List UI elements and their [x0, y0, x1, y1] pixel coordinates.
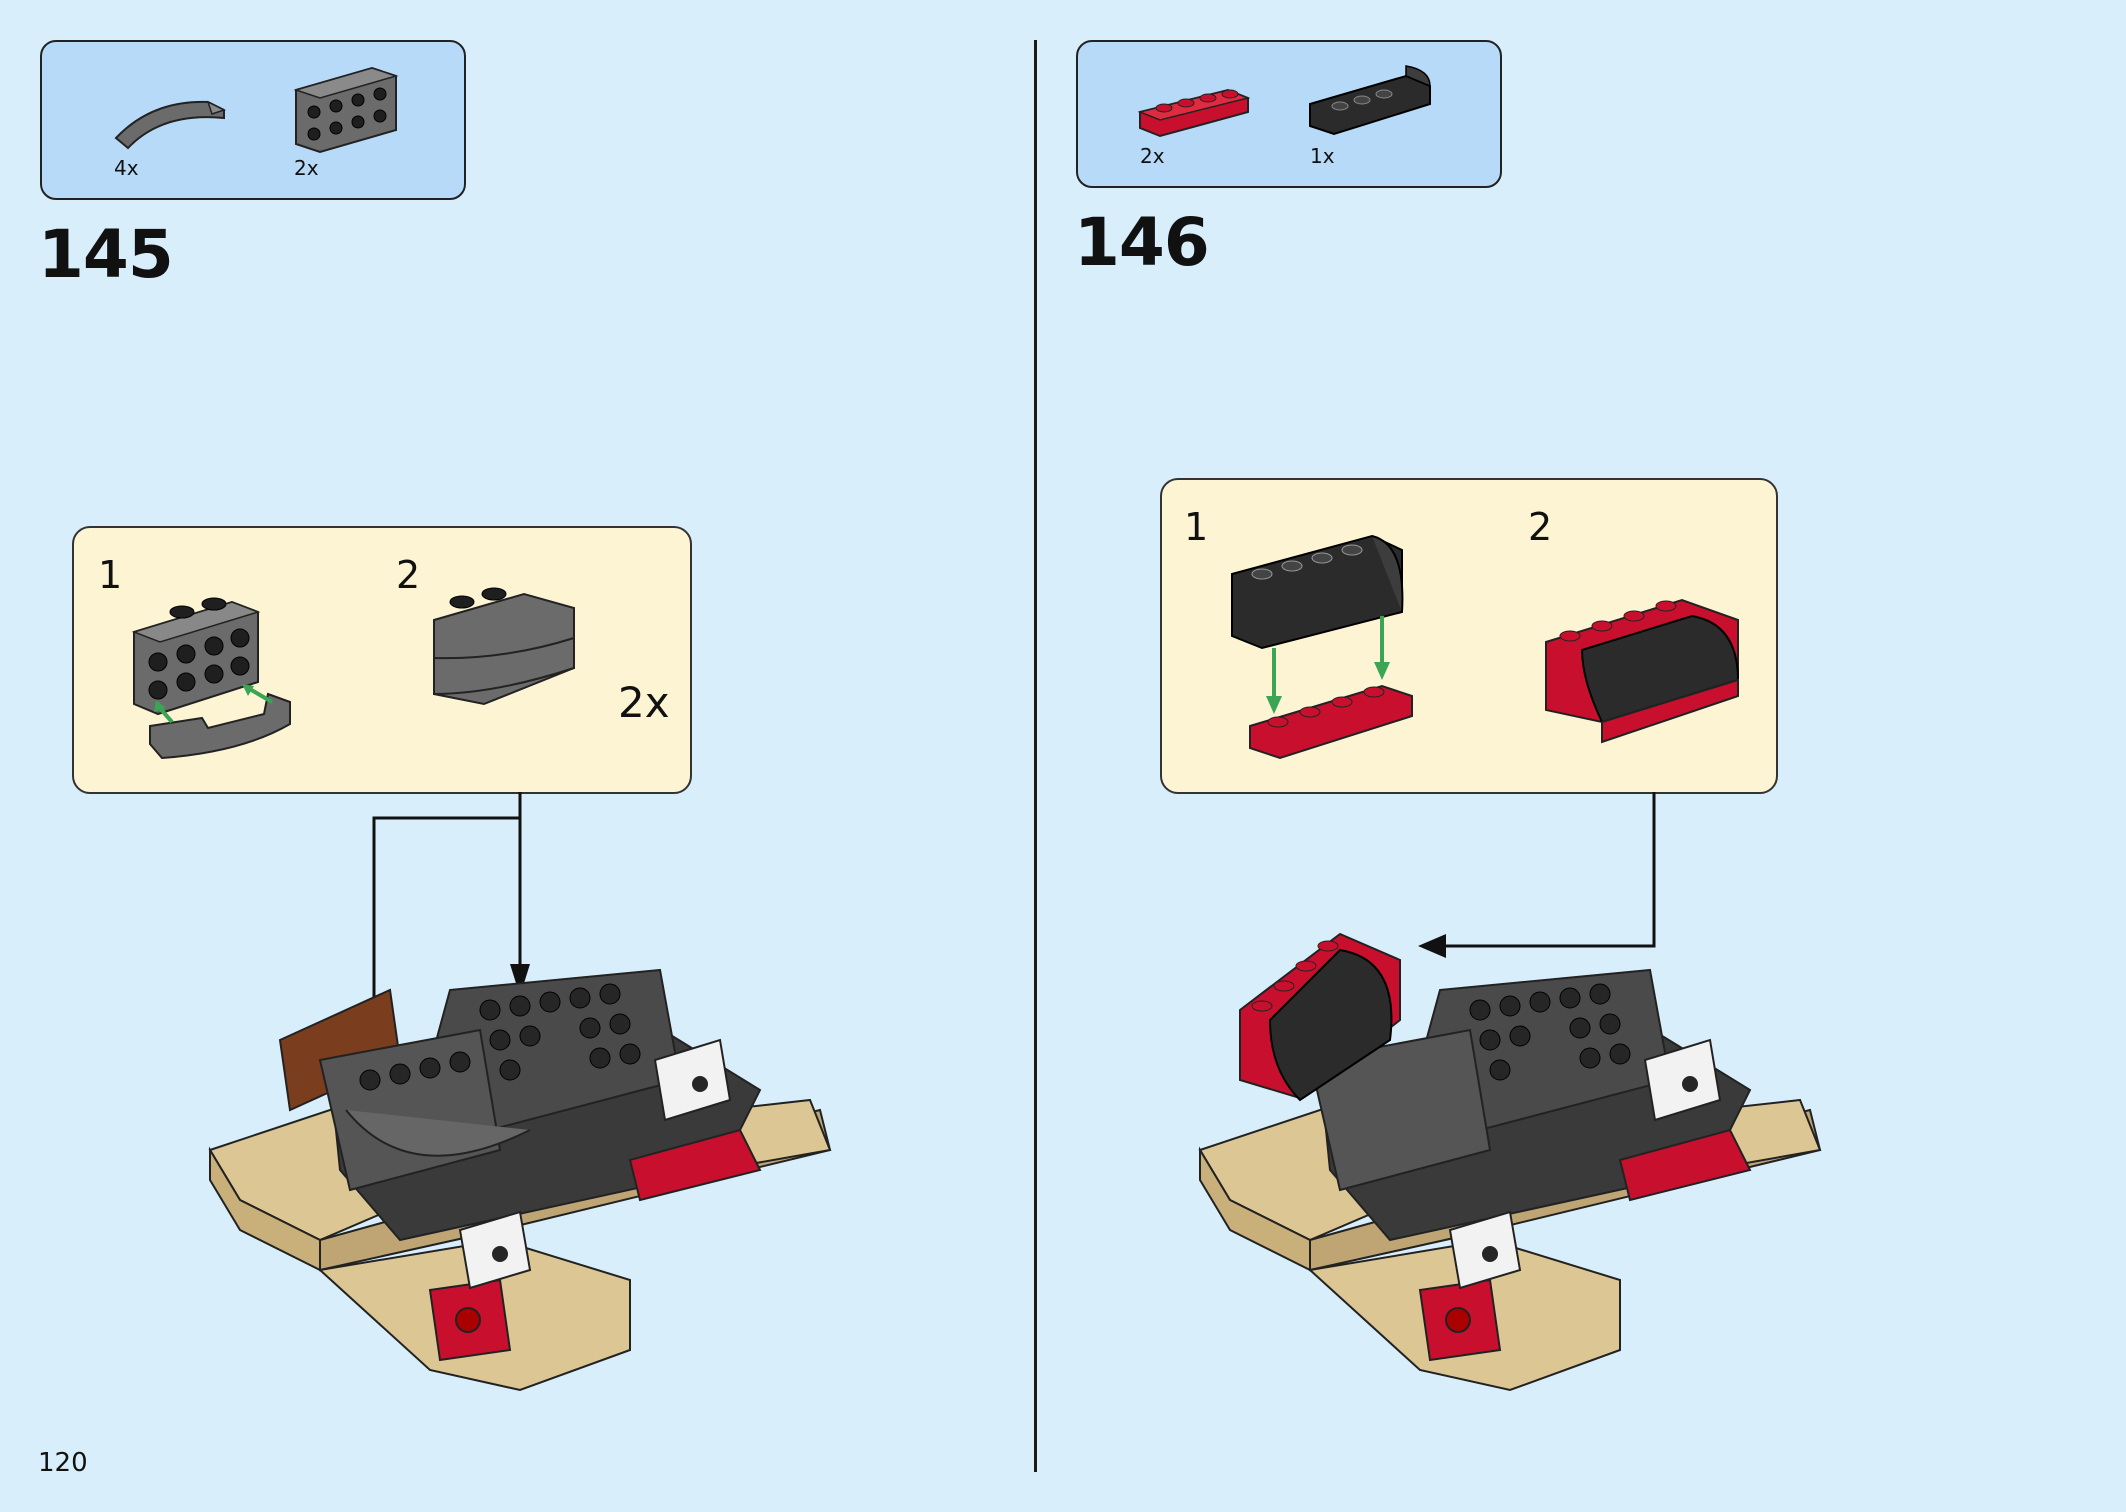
parts-list-step-145: 4x 2x [40, 40, 466, 200]
model-illustration-step-146 [1198, 932, 1822, 1392]
multiplier-label: 2x [618, 678, 670, 727]
part-qty: 2x [1140, 144, 1165, 168]
callout-leader-line [1418, 792, 1656, 958]
parts-list-step-146: 2x 1x [1076, 40, 1502, 188]
plate-red-icon [1137, 88, 1251, 138]
bracket-with-slope-icon [433, 587, 575, 706]
part-qty: 2x [294, 156, 319, 180]
substep-number: 1 [98, 553, 123, 597]
curved-slope-black-icon [1309, 65, 1431, 136]
step-number: 145 [38, 216, 174, 293]
substep-number: 2 [396, 553, 421, 597]
bracket-assembly-icon [131, 597, 291, 760]
slope-on-plate-result-icon [1545, 598, 1740, 744]
step-number: 146 [1074, 204, 1210, 281]
model-illustration-step-145 [208, 968, 832, 1392]
substep-number: 1 [1184, 505, 1209, 549]
slope-on-plate-assembly-icon [1231, 534, 1413, 760]
callout-box-step-145: 1 2 2x [72, 526, 692, 794]
part-qty: 4x [114, 156, 139, 180]
callout-box-step-146: 1 2 [1160, 478, 1778, 794]
page-number: 120 [38, 1448, 88, 1478]
bracket-plate-dark-gray-icon [293, 66, 399, 154]
part-qty: 1x [1310, 144, 1335, 168]
page-divider [1034, 40, 1037, 1472]
substep-number: 2 [1528, 505, 1553, 549]
curved-slope-dark-gray-icon [114, 100, 226, 150]
